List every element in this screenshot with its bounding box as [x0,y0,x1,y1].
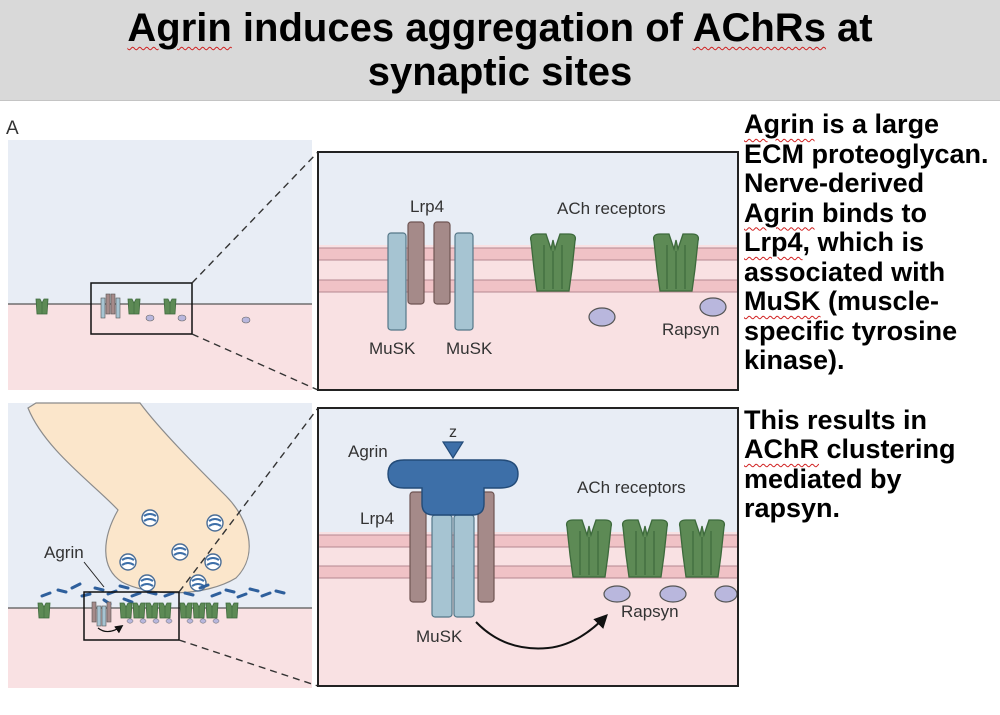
panel-label: A [6,118,19,139]
musk-label-right: MuSK [446,339,493,358]
rapsyn-label: Rapsyn [621,602,679,621]
bottom-zoom-box [83,591,180,641]
agrin-overview-label: Agrin [44,543,84,562]
musk-right [454,232,474,331]
text-segment: binds to [814,197,927,228]
paragraph-clustering: This results in AChR clustering mediated… [744,404,996,524]
lrp4-right [433,221,451,305]
text-musk: MuSK [744,286,821,316]
rapsyn [714,585,738,603]
lrp4-left [409,491,427,603]
text-agrin: Agrin [744,197,815,228]
text-segment: This results in [744,404,928,435]
title-line-2: synaptic sites [367,50,633,94]
text-achr: AChR [744,434,819,464]
rapsyn [588,307,616,327]
agrin-label: Agrin [348,442,388,461]
lrp4-left [407,221,425,305]
title-word-achrs: AChRs [692,6,826,50]
text-segment: , which is associated with [744,227,946,287]
nerve-terminal [27,402,250,594]
ach-receptors-label: ACh receptors [577,478,686,497]
lrp4-label: Lrp4 [410,197,444,216]
musk-right [453,514,475,618]
rapsyn [699,297,727,317]
text-agrin: Agrin [744,109,815,139]
z-label: z [449,424,457,441]
text-lrp4: Lrp4 [744,227,803,257]
musk-left [387,232,407,331]
text-segment: is a large ECM proteoglycan. Nerve-deriv… [744,109,989,198]
title-text-2: at [825,6,873,50]
agrin-figure: A [6,118,739,688]
paragraph-agrin: Agrin is a large ECM proteoglycan. Nerve… [744,109,996,376]
ach-receptor [529,233,577,292]
agrin-molecule [387,459,519,516]
title-word-agrin: Agrin [127,6,232,50]
bottom-overview: Agrin [8,402,312,688]
side-text: Agrin is a large ECM proteoglycan. Nerve… [744,109,996,524]
top-detail-panel: Lrp4 ACh receptors MuSK MuSK Rapsyn [317,151,739,391]
ach-receptor [652,233,700,292]
ach-receptor [565,519,613,578]
top-overview [8,140,312,390]
musk-left [431,514,453,618]
bottom-detail-panel: z Agrin ACh receptors Lrp4 Rapsyn MuSK [317,407,739,687]
musk-label-left: MuSK [369,339,416,358]
top-zoom-box [90,282,193,335]
ach-receptor [678,519,726,578]
text-segment: (muscle-specific tyrosine kinase). [744,286,958,375]
ach-receptors-label: ACh receptors [557,199,666,218]
rapsyn-label: Rapsyn [662,320,720,339]
title-text-1: induces aggregation of [231,6,693,50]
lrp4-label: Lrp4 [360,509,394,528]
text-segment: clustering mediated by rapsyn. [744,434,956,523]
title-bar: Agrin induces aggregation of AChRs at syn… [0,0,1000,101]
slide-title: Agrin induces aggregation of AChRs at syn… [0,6,1000,94]
lrp4-right [477,491,495,603]
musk-label: MuSK [416,627,463,646]
ach-receptor [621,519,669,578]
signal-arrow [475,613,608,650]
rapsyn [603,585,631,603]
rapsyn [659,585,687,603]
z-insert [441,441,465,460]
